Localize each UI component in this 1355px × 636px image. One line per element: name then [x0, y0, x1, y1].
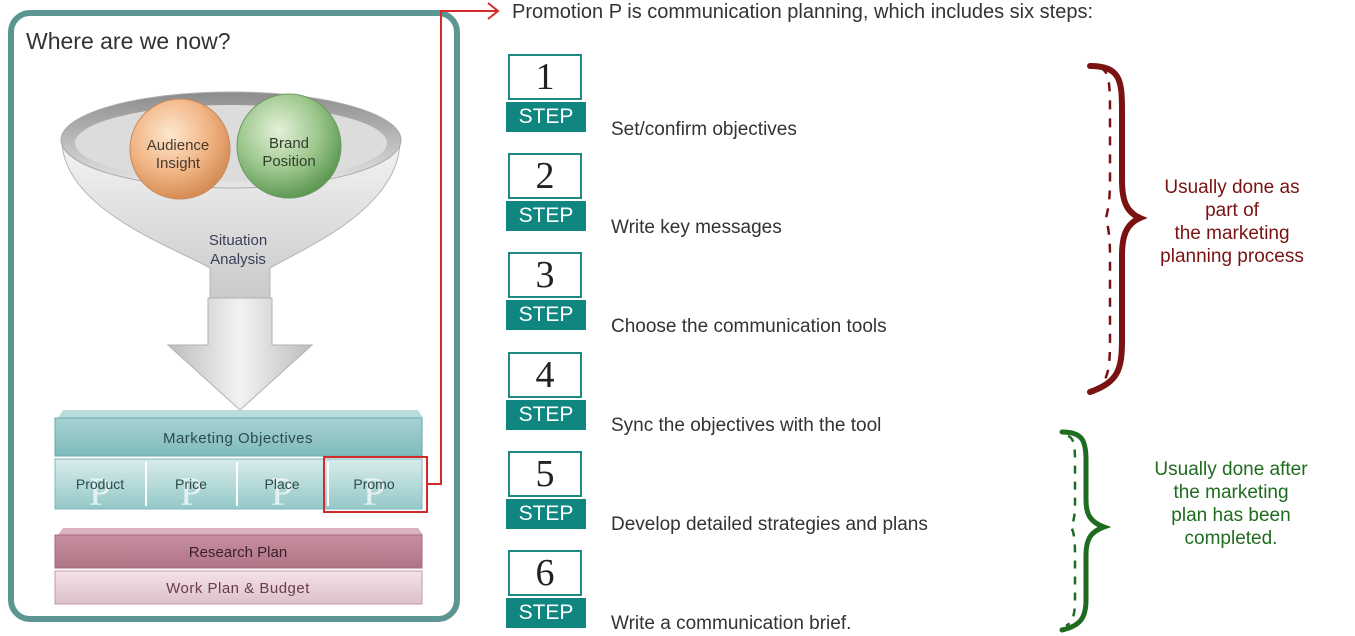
marketing-objectives-label: Marketing Objectives: [163, 430, 313, 447]
left-panel: [8, 10, 460, 622]
situation-line2: Analysis: [210, 251, 266, 268]
bubble-audience-insight: Audience Insight: [129, 98, 231, 200]
arrow-head-icon: [487, 2, 500, 20]
situation-line1: Situation: [209, 232, 267, 249]
work-plan-block: Work Plan & Budget: [54, 570, 423, 605]
svg-text:P: P: [89, 469, 111, 514]
svg-text:P: P: [363, 469, 385, 514]
step-text-3: Choose the communication tools: [611, 316, 887, 337]
step-badge-6: 6 STEP: [506, 550, 586, 634]
step-text-5: Develop detailed strategies and plans: [611, 514, 928, 535]
note-marketing-planning: Usually done as part of the marketing pl…: [1160, 177, 1304, 267]
step-text-6: Write a communication brief.: [611, 613, 852, 634]
bubble-right-line2: Position: [262, 153, 315, 170]
marketing-objectives-block: Marketing Objectives: [54, 410, 423, 457]
step-tag: STEP: [506, 300, 586, 330]
p-promo: Promo: [353, 476, 394, 492]
step-tag: STEP: [506, 201, 586, 231]
step-text-2: Write key messages: [611, 217, 782, 238]
promo-connector-line: [427, 10, 497, 485]
step-tag: STEP: [506, 400, 586, 430]
p-price: Price: [175, 476, 207, 492]
step-badge-5: 5 STEP: [506, 451, 586, 535]
step-tag: STEP: [506, 102, 586, 132]
step-text-4: Sync the objectives with the tool: [611, 415, 882, 436]
step-tag: STEP: [506, 499, 586, 529]
svg-text:P: P: [180, 469, 202, 514]
step-number: 5: [508, 451, 582, 497]
bubble-right-line1: Brand: [269, 135, 309, 152]
step-badge-2: 2 STEP: [506, 153, 586, 237]
svg-text:P: P: [271, 469, 293, 514]
green-brace-icon: [1059, 429, 1112, 633]
four-ps-row: P P P P Product Price Place Promo: [54, 458, 423, 514]
step-text-1: Set/confirm objectives: [611, 119, 797, 140]
research-plan-label: Research Plan: [189, 544, 287, 561]
step-number: 4: [508, 352, 582, 398]
step-number: 1: [508, 54, 582, 100]
step-tag: STEP: [506, 598, 586, 628]
bubble-brand-position: Brand Position: [236, 93, 342, 199]
steps-header: Promotion P is communication planning, w…: [512, 1, 1094, 23]
p-product: Product: [76, 476, 124, 492]
bubble-left-line1: Audience: [147, 137, 210, 154]
work-plan-label: Work Plan & Budget: [166, 580, 310, 597]
p-place: Place: [264, 476, 299, 492]
research-plan-block: Research Plan: [54, 528, 423, 569]
step-number: 3: [508, 252, 582, 298]
step-badge-4: 4 STEP: [506, 352, 586, 436]
step-badge-3: 3 STEP: [506, 252, 586, 336]
step-number: 2: [508, 153, 582, 199]
note-after-plan: Usually done after the marketing plan ha…: [1154, 459, 1308, 549]
step-badge-1: 1 STEP: [506, 54, 586, 138]
bubble-left-line2: Insight: [156, 155, 201, 172]
red-brace-icon: [1087, 63, 1148, 395]
step-number: 6: [508, 550, 582, 596]
panel-title: Where are we now?: [26, 28, 231, 54]
